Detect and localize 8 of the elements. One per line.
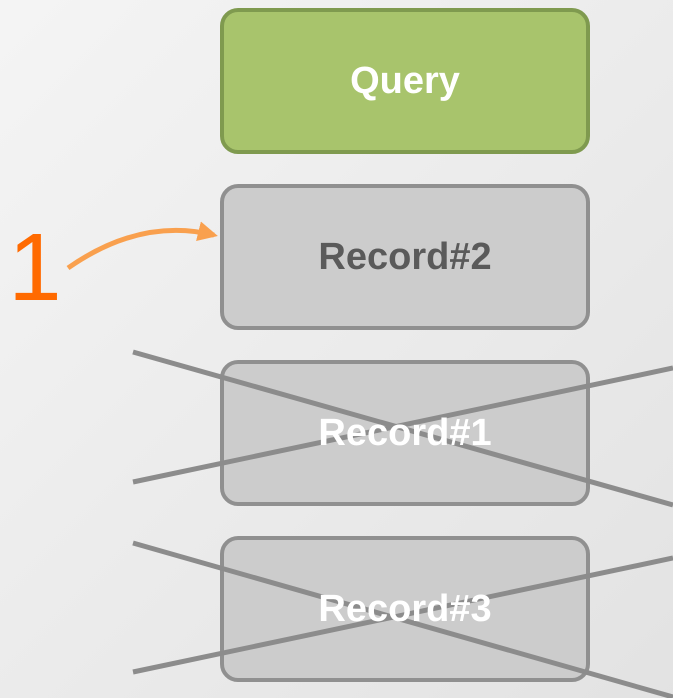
record-box (220, 360, 590, 506)
arrow (66, 222, 218, 270)
query-box (220, 8, 590, 154)
box-label: Query (350, 60, 460, 102)
record-box (220, 536, 590, 682)
box-label: Record#2 (318, 236, 492, 278)
record-box (220, 184, 590, 330)
step-number: 1 (8, 213, 62, 323)
